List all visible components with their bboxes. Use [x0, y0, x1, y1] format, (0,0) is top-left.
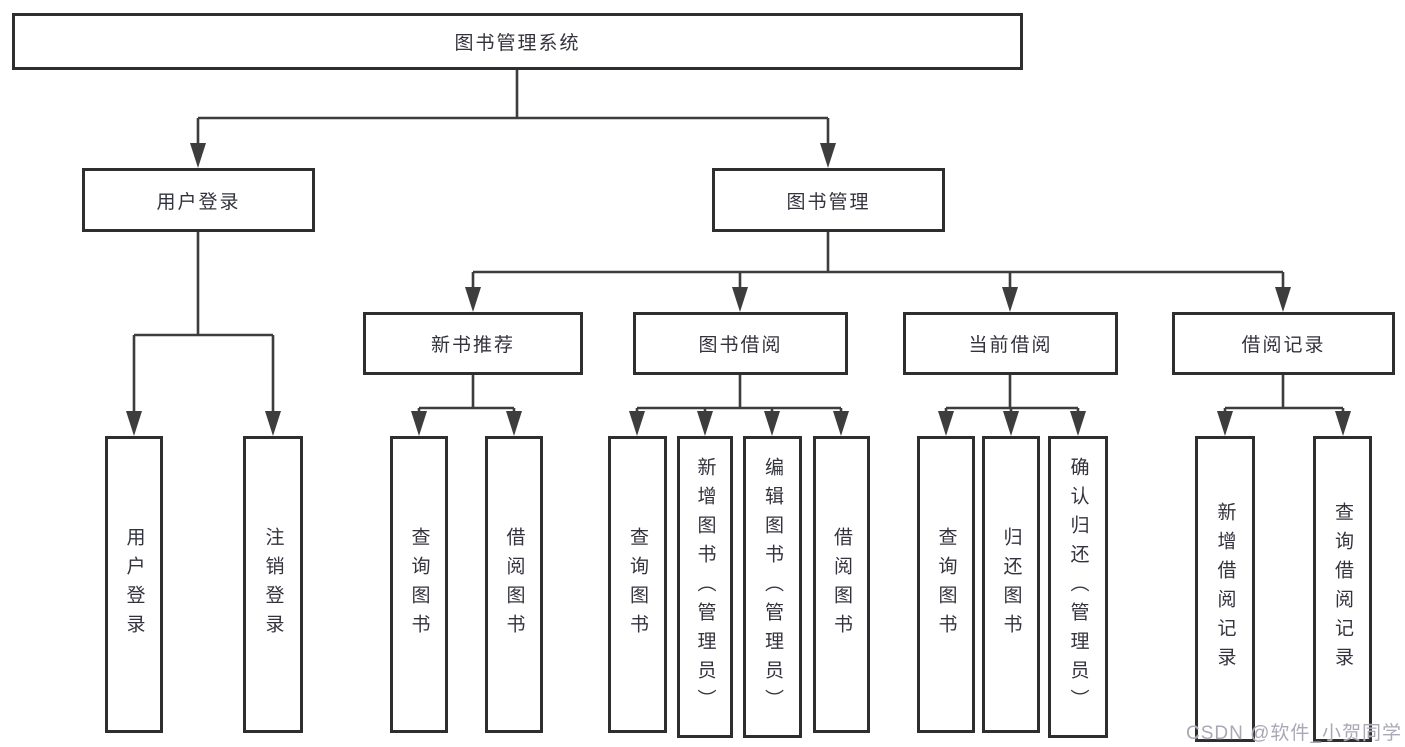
node-leaf-user-login: 用户登录 — [105, 436, 163, 733]
node-user-login: 用户登录 — [82, 168, 315, 232]
node-leaf-borrow-book-1: 借阅图书 — [485, 436, 543, 733]
node-leaf-edit-book-admin: 编辑图书（管理员） — [743, 436, 802, 738]
node-book-borrow: 图书借阅 — [633, 312, 848, 375]
node-leaf-query-book-1: 查询图书 — [390, 436, 448, 733]
node-borrow-records: 借阅记录 — [1172, 312, 1395, 375]
node-library-management-system: 图书管理系统 — [12, 13, 1023, 70]
node-leaf-add-book-admin: 新增图书（管理员） — [677, 436, 733, 738]
node-leaf-confirm-return-admin: 确认归还（管理员） — [1048, 436, 1108, 738]
node-leaf-add-borrow-record: 新增借阅记录 — [1195, 436, 1255, 742]
node-leaf-query-book-2: 查询图书 — [608, 436, 667, 733]
node-current-borrow: 当前借阅 — [903, 312, 1118, 375]
node-new-book-recommend: 新书推荐 — [363, 312, 583, 375]
node-leaf-return-book: 归还图书 — [982, 436, 1040, 733]
node-book-management: 图书管理 — [712, 168, 945, 232]
node-leaf-borrow-book-2: 借阅图书 — [813, 436, 870, 733]
csdn-watermark: CSDN @软件_小贺同学 — [1186, 723, 1402, 744]
node-leaf-query-book-3: 查询图书 — [917, 436, 975, 733]
node-leaf-query-borrow-record: 查询借阅记录 — [1313, 436, 1372, 742]
node-leaf-logout: 注销登录 — [243, 436, 303, 733]
